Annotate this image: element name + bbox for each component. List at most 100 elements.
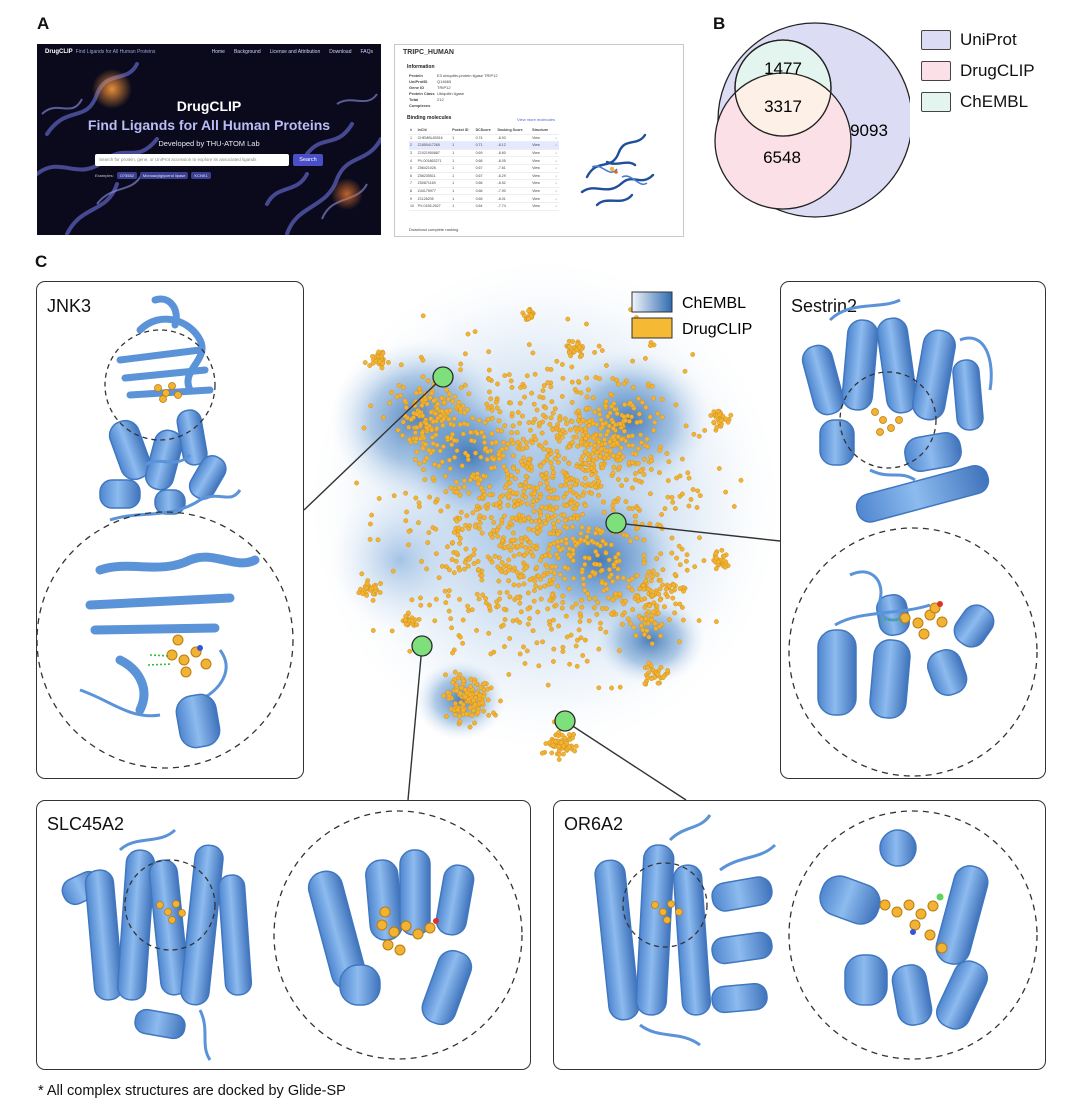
scatter-point bbox=[644, 436, 650, 442]
website-brand[interactable]: DrugCLIP bbox=[45, 49, 73, 55]
website-search-button[interactable]: Search bbox=[293, 154, 323, 166]
table-cell[interactable]: View bbox=[531, 187, 555, 196]
table-cell[interactable]: View bbox=[531, 141, 555, 150]
scatter-point bbox=[669, 535, 675, 541]
table-cell[interactable]: ↓ bbox=[554, 149, 559, 158]
nav-link-license[interactable]: License and Attribution bbox=[269, 49, 321, 55]
scatter-point bbox=[522, 394, 527, 400]
table-header[interactable]: Docking Score bbox=[496, 127, 532, 135]
scatter-point bbox=[611, 401, 617, 406]
marker-sestrin2[interactable] bbox=[605, 512, 627, 534]
marker-jnk3[interactable] bbox=[432, 366, 454, 388]
nav-link-download[interactable]: Download bbox=[329, 49, 352, 55]
scatter-point bbox=[660, 582, 665, 588]
table-cell[interactable]: View bbox=[531, 179, 555, 188]
table-cell[interactable]: View bbox=[531, 164, 555, 173]
scatter-point bbox=[552, 570, 557, 576]
table-cell[interactable]: View bbox=[531, 194, 555, 203]
scatter-point bbox=[437, 413, 443, 419]
table-header[interactable]: DCScore bbox=[474, 127, 497, 135]
scatter-point bbox=[569, 379, 575, 385]
scatter-point bbox=[458, 385, 464, 390]
scatter-point bbox=[590, 451, 595, 457]
example-chip[interactable]: Monoacylglycerol lipase bbox=[139, 172, 189, 179]
scatter-point bbox=[713, 551, 719, 556]
scatter-point bbox=[409, 597, 415, 603]
table-cell: Z1850417265 bbox=[416, 141, 452, 150]
scatter-point bbox=[458, 367, 463, 373]
table-header[interactable]: # bbox=[409, 127, 417, 135]
scatter-point bbox=[545, 484, 551, 490]
scatter-point bbox=[577, 619, 583, 624]
scatter-point bbox=[473, 450, 478, 456]
protein-3d-viewer[interactable] bbox=[567, 117, 667, 217]
view-more-link[interactable]: View more molecules bbox=[517, 117, 555, 122]
table-cell[interactable]: ↓ bbox=[554, 179, 559, 188]
nav-link-home[interactable]: Home bbox=[211, 49, 225, 55]
scatter-point bbox=[425, 378, 431, 384]
nav-link-faqs[interactable]: FAQs bbox=[360, 49, 373, 55]
table-cell[interactable]: View bbox=[531, 156, 555, 165]
scatter-point bbox=[627, 400, 633, 406]
scatter-point bbox=[364, 581, 370, 586]
venn-outline-chembl bbox=[734, 39, 832, 137]
table-cell[interactable]: ↓ bbox=[554, 141, 559, 150]
scatter-point bbox=[544, 480, 550, 486]
scatter-point bbox=[617, 684, 623, 690]
scatter-point bbox=[599, 580, 605, 586]
scatter-point bbox=[497, 596, 502, 602]
scatter-point bbox=[432, 618, 438, 624]
scatter-point bbox=[448, 616, 454, 621]
download-ranking-link[interactable]: Download complete ranking bbox=[409, 227, 459, 232]
scatter-point bbox=[599, 567, 605, 573]
table-header[interactable]: InChI bbox=[416, 127, 452, 135]
scatter-point bbox=[484, 401, 490, 407]
nav-link-background[interactable]: Background bbox=[233, 49, 261, 55]
scatter-point bbox=[587, 596, 592, 601]
example-chip[interactable]: KCNK1 bbox=[191, 172, 211, 179]
scatter-point bbox=[567, 661, 572, 667]
scatter-point bbox=[560, 362, 565, 367]
scatter-point bbox=[568, 554, 573, 560]
table-cell[interactable]: ↓ bbox=[554, 134, 559, 143]
scatter-point bbox=[651, 600, 657, 606]
scatter-point bbox=[582, 503, 588, 508]
scatter-point bbox=[708, 413, 714, 418]
scatter-point bbox=[605, 428, 611, 434]
scatter-point bbox=[725, 419, 731, 425]
scatter-point bbox=[585, 467, 591, 473]
table-cell[interactable]: ↓ bbox=[554, 172, 559, 181]
scatter-point bbox=[499, 538, 505, 544]
marker-or6a2[interactable] bbox=[554, 710, 576, 732]
marker-slc45a2[interactable] bbox=[411, 635, 433, 657]
table-cell[interactable]: View bbox=[531, 172, 555, 181]
example-chip[interactable]: O75582 bbox=[116, 172, 137, 179]
table-cell[interactable]: View bbox=[531, 202, 555, 211]
scatter-point bbox=[496, 418, 502, 424]
table-header[interactable]: Pocket ID bbox=[451, 127, 475, 135]
scatter-point bbox=[461, 678, 467, 684]
table-cell[interactable]: View bbox=[531, 149, 555, 158]
table-cell[interactable]: ↓ bbox=[554, 156, 559, 165]
table-cell[interactable]: ↓ bbox=[554, 202, 559, 211]
website-search-input[interactable]: Search for protein, gene, or UniProt acc… bbox=[95, 154, 289, 166]
scatter-point bbox=[580, 432, 586, 438]
scatter-point bbox=[520, 436, 526, 442]
table-cell[interactable]: View bbox=[531, 134, 555, 143]
table-cell: 1 bbox=[451, 156, 475, 165]
table-cell[interactable]: ↓ bbox=[554, 164, 559, 173]
table-cell[interactable]: ↓ bbox=[554, 194, 559, 203]
table-header[interactable]: Structure bbox=[531, 127, 555, 135]
scatter-point bbox=[446, 588, 452, 593]
table-cell[interactable]: ↓ bbox=[554, 187, 559, 196]
